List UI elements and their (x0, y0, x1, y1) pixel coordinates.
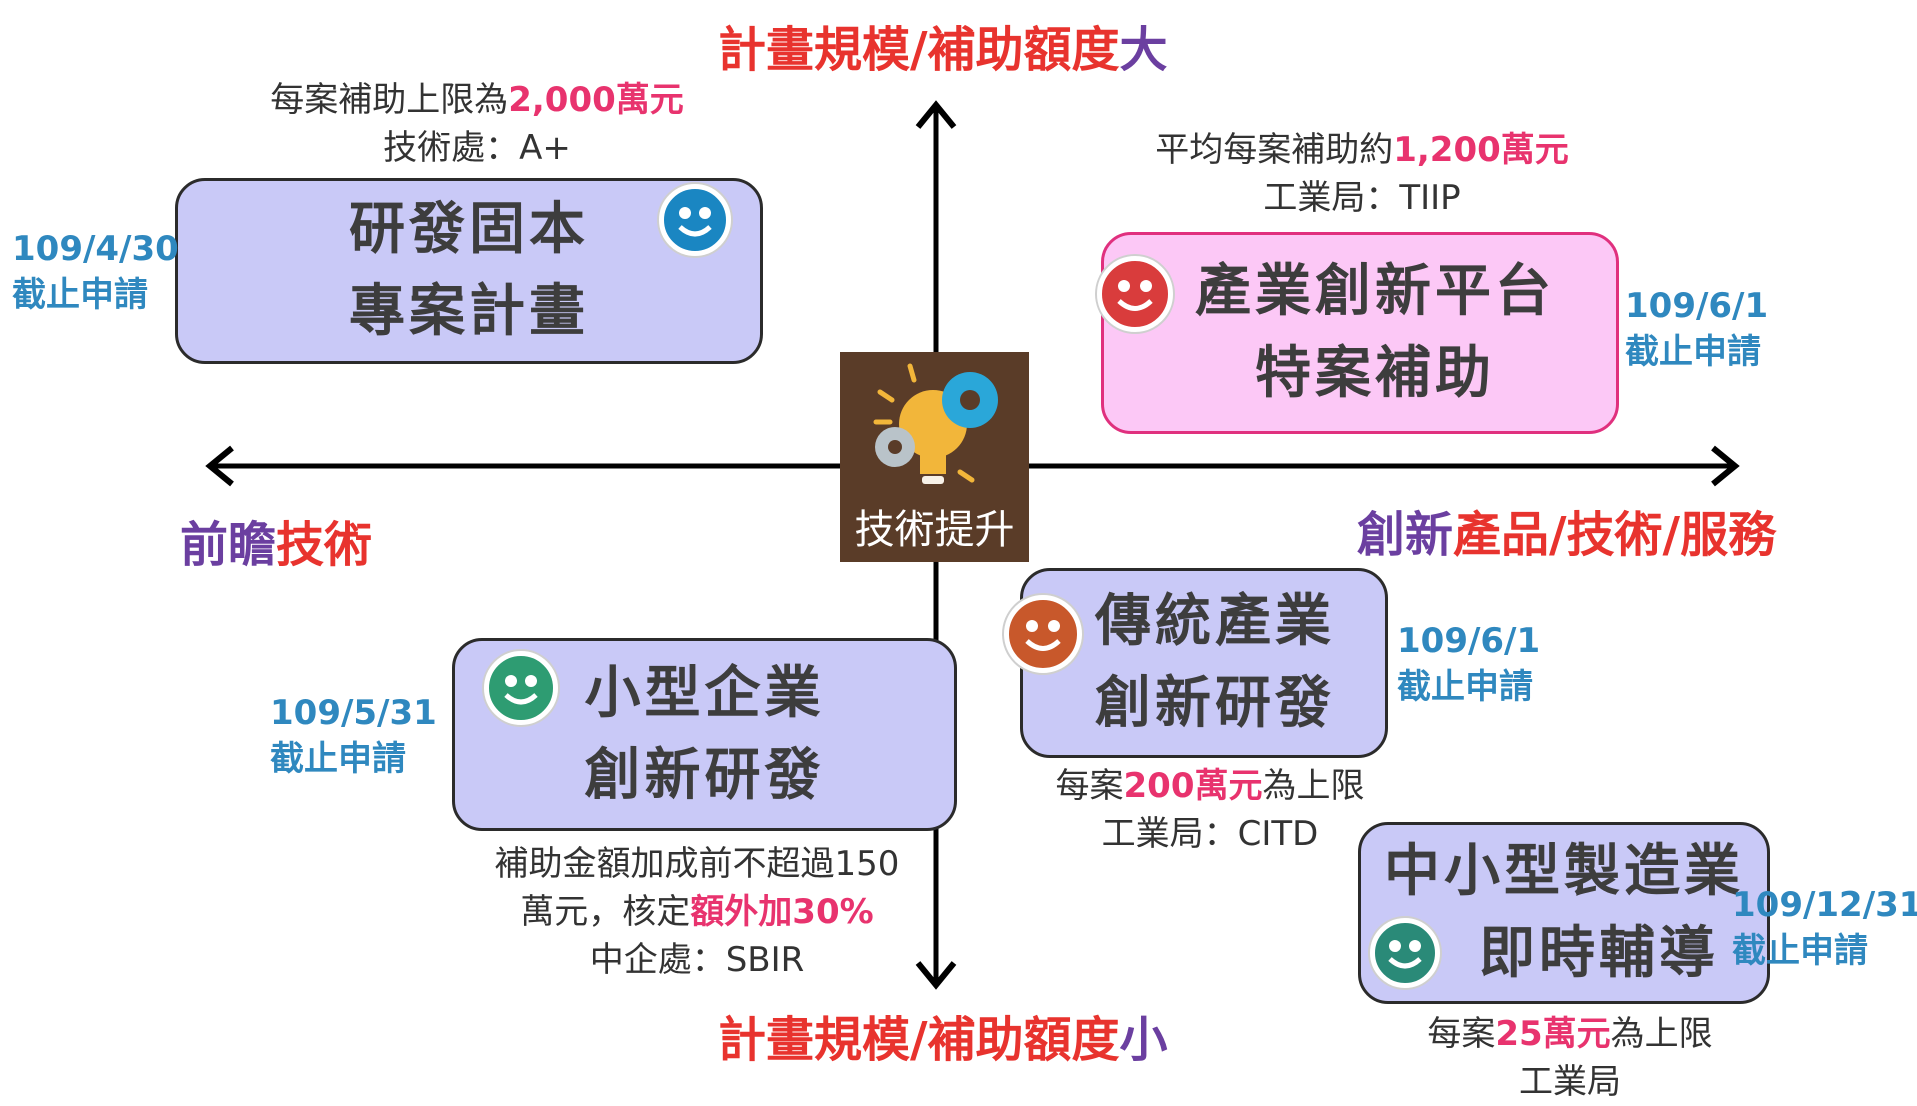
program-4-title-line2: 即時輔導 (1479, 921, 1719, 986)
program-4-deadline-date: 109/12/31 (1732, 885, 1917, 925)
program-box-1[interactable]: 產業創新平台 特案補助 (1101, 232, 1619, 434)
program-0-deadline: 109/4/30 截止申請 (12, 226, 179, 318)
smiley-face-icon (484, 651, 558, 725)
program-2-deadline: 109/5/31 截止申請 (270, 690, 437, 782)
program-4-notes: 每案25萬元為上限 工業局 (1375, 1010, 1765, 1106)
program-2-notes: 補助金額加成前不超過150 萬元，核定額外加30% 中企處：SBIR (452, 840, 942, 984)
program-2-note3: 中企處：SBIR (589, 940, 805, 980)
axis-bottom-title: 計畫規模/補助額度小 (718, 1012, 1168, 1068)
program-3-title-line2: 創新研發 (1095, 671, 1335, 736)
right-arrowhead (1711, 445, 1740, 487)
program-0-title-line1: 研發固本 (349, 197, 589, 262)
left-arrowhead (205, 445, 234, 487)
lightbulb-gear-icon (873, 363, 998, 484)
program-1-title-line1: 產業創新平台 (1195, 259, 1555, 324)
program-4-note1: 每案25萬元為上限 (1427, 1014, 1713, 1054)
program-1-note1: 平均每案補助約1,200萬元 (1155, 130, 1569, 170)
smiley-face-icon (659, 184, 731, 256)
axis-top-title: 計畫規模/補助額度大 (718, 22, 1168, 78)
program-box-3[interactable]: 傳統產業 創新研發 (1020, 568, 1388, 758)
program-2-deadline-text: 截止申請 (270, 739, 406, 779)
program-2-deadline-date: 109/5/31 (270, 693, 437, 733)
program-box-0[interactable]: 研發固本 專案計畫 (175, 178, 763, 364)
program-1-notes: 平均每案補助約1,200萬元 工業局：TIIP (1122, 126, 1602, 222)
program-0-deadline-date: 109/4/30 (12, 229, 179, 269)
program-2-note1: 補助金額加成前不超過150 (494, 844, 900, 884)
program-2-title-line1: 小型企業 (584, 660, 825, 726)
up-arrowhead (915, 100, 957, 129)
program-box-2[interactable]: 小型企業 創新研發 (452, 638, 957, 831)
program-0-note2: 技術處：A+ (383, 128, 571, 168)
axis-left-title: 前瞻技術 (180, 517, 373, 573)
smiley-face-icon (1097, 256, 1173, 332)
program-3-notes: 每案200萬元為上限 工業局：CITD (1020, 762, 1400, 858)
program-4-note2: 工業局 (1519, 1062, 1621, 1102)
program-3-deadline-text: 截止申請 (1397, 667, 1533, 707)
program-1-title-line2: 特案補助 (1255, 341, 1495, 406)
program-2-note2: 萬元，核定額外加30% (520, 892, 874, 932)
program-3-deadline: 109/6/1 截止申請 (1397, 618, 1540, 710)
program-3-title-line1: 傳統產業 (1095, 589, 1335, 654)
program-4-deadline: 109/12/31 截止申請 (1732, 882, 1917, 974)
program-box-4[interactable]: 中小型製造業 即時輔導 (1358, 822, 1770, 1004)
center-label: 技術提升 (854, 507, 1015, 553)
program-3-note2: 工業局：CITD (1101, 814, 1319, 854)
program-2-title-line2: 創新研發 (584, 742, 825, 808)
smiley-face-icon (1370, 918, 1440, 988)
program-3-deadline-date: 109/6/1 (1397, 621, 1541, 661)
program-1-deadline: 109/6/1 截止申請 (1625, 283, 1768, 375)
program-0-note1: 每案補助上限為2,000萬元 (270, 80, 684, 120)
program-1-deadline-date: 109/6/1 (1625, 286, 1769, 326)
program-4-deadline-text: 截止申請 (1732, 931, 1868, 971)
program-1-deadline-text: 截止申請 (1625, 332, 1761, 372)
program-3-note1: 每案200萬元為上限 (1055, 766, 1365, 806)
program-0-notes: 每案補助上限為2,000萬元 技術處：A+ (252, 76, 702, 172)
axis-right-title: 創新產品/技術/服務 (1357, 507, 1777, 563)
program-1-note2: 工業局：TIIP (1263, 178, 1461, 218)
program-0-title-line2: 專案計畫 (349, 279, 589, 344)
program-0-deadline-text: 截止申請 (12, 275, 148, 315)
smiley-face-icon (1004, 595, 1082, 673)
down-arrowhead (915, 961, 957, 990)
program-4-title-line1: 中小型製造業 (1384, 839, 1744, 904)
center-badge: 技術提升 (840, 352, 1029, 562)
